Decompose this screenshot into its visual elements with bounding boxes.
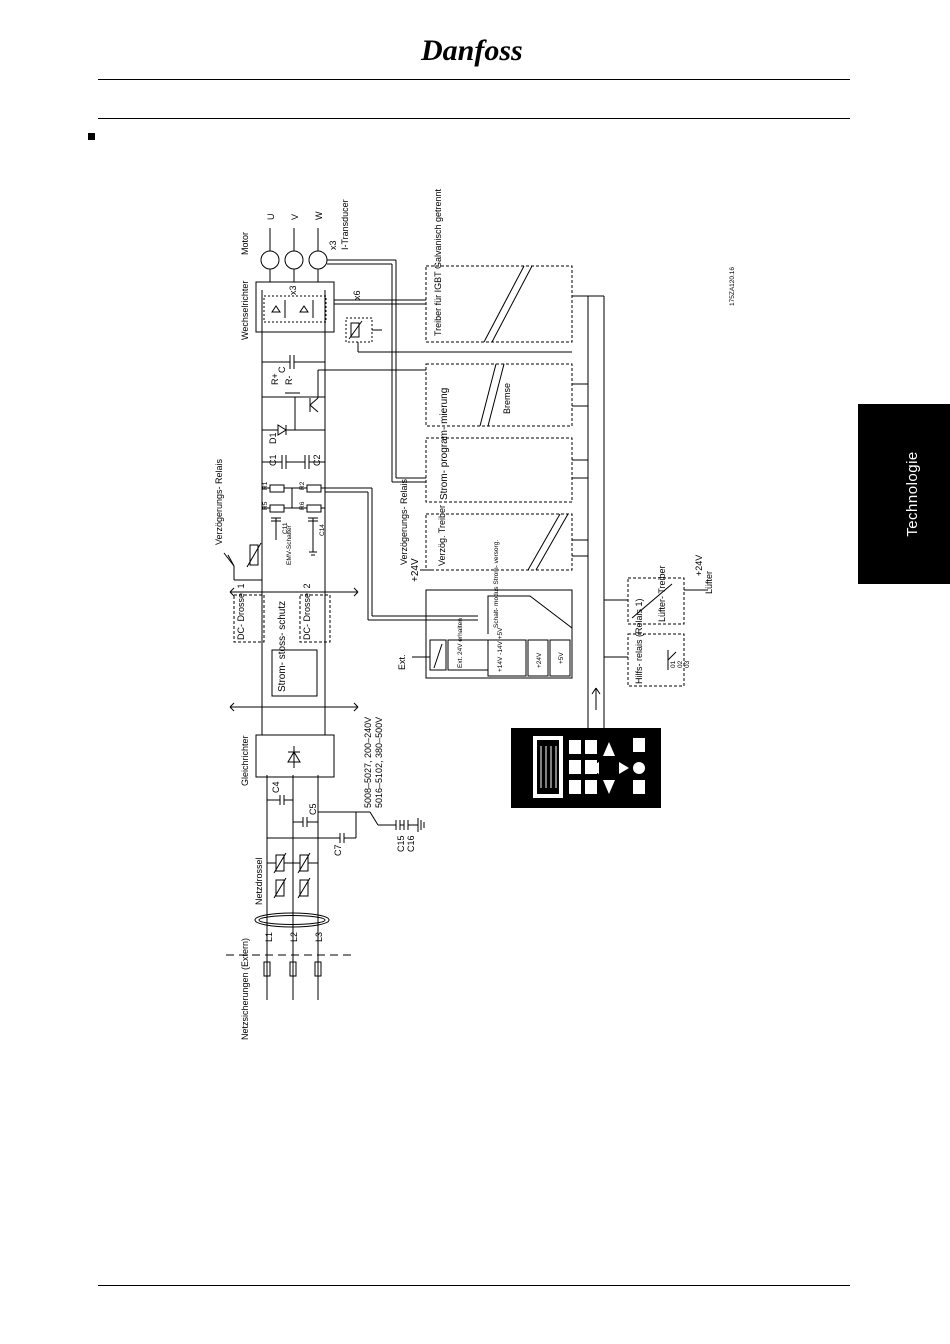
emv-switch-label: EMV-Schalter: [286, 524, 293, 565]
r6-label: R6: [299, 501, 306, 510]
inverter-block: [255, 281, 335, 333]
surge-label: Strom- stoss- schutz: [277, 601, 288, 692]
relay-01-label: 01: [670, 660, 677, 668]
ext-24v-label: Ext. 24V erhalten: [457, 618, 464, 668]
mains-fuses-label: Netzsicherungen (Extern): [240, 938, 250, 1040]
mains-choke: [254, 912, 330, 928]
danfoss-logo: Danfoss: [420, 34, 523, 67]
c15-label: C15: [396, 835, 406, 852]
c1-label: C1: [268, 454, 278, 466]
dc-choke-2: [299, 594, 331, 643]
c14-label: C14: [319, 524, 326, 536]
mains-fuses: [263, 961, 322, 977]
c4-label: C4: [271, 781, 281, 793]
c-label: C: [277, 366, 287, 373]
r1-label: R1: [262, 481, 269, 490]
control-panel: [511, 728, 661, 808]
r-plus-label: R+: [270, 373, 280, 385]
aux-relay-block: [627, 633, 685, 687]
w-label: W: [314, 211, 324, 220]
surge-protection-block: [271, 649, 318, 697]
relay-03-label: 03: [684, 660, 691, 668]
figure-code: 175ZA120.16: [729, 267, 736, 306]
igbt-driver-block: [425, 265, 573, 343]
model-line-2: 5016–5102, 380–500V: [374, 717, 384, 808]
x3-top-label: x3: [288, 285, 298, 295]
dc-choke-1: [233, 594, 265, 643]
r-minus-label: R-: [284, 376, 294, 386]
fan-driver-label: Lüfter- Treiber: [657, 565, 667, 622]
l2-label: L2: [289, 932, 299, 942]
plus5v-label: +5V: [558, 652, 565, 664]
voltages-label: +14V -14V +5V: [497, 627, 504, 672]
brake-block: [425, 363, 573, 427]
l1-label: L1: [264, 932, 274, 942]
svg-text:Danfoss: Danfoss: [420, 34, 523, 67]
section-bullet: [88, 133, 95, 140]
r5-label: R5: [262, 501, 269, 510]
fan-label: Lüfter: [704, 571, 714, 594]
current-programming-block: [425, 437, 573, 503]
motor-label: Motor: [240, 232, 250, 255]
d1-label: D1: [268, 432, 278, 444]
input-capacitors: [267, 795, 425, 843]
varistors: [267, 852, 318, 899]
mains-choke-label: Netzdrossel: [254, 857, 264, 905]
control-bus: [572, 295, 628, 728]
delay-driver-block: [425, 513, 573, 571]
plus24v-c-label: +24V: [694, 555, 704, 576]
header-rule-top: [98, 79, 850, 80]
c2-label: C2: [312, 454, 322, 466]
x3-transducer-label: x3: [328, 240, 338, 250]
c5-label: C5: [308, 803, 318, 815]
dc-link-capacitors: [262, 455, 325, 469]
delay-driver-label: Verzög. Treiber: [437, 505, 447, 566]
c7-label: C7: [333, 844, 343, 856]
delay-relay-symbol: [223, 542, 262, 581]
relay-02-label: 02: [677, 660, 684, 668]
header-rule-bottom: [98, 118, 850, 119]
motor-terminals: [260, 228, 426, 483]
smps-label: Schalt- modus Strom- versorg.: [493, 540, 500, 628]
dc-choke-1-label: DC- Drossel 1: [236, 583, 246, 640]
plus24v-b-label: +24V: [536, 652, 543, 668]
igbt-driver-label: Treiber für IGBT Galvanisch getrennt: [433, 188, 443, 336]
model-line-1: 5008–5027, 200–240V: [363, 717, 373, 808]
l3-label: L3: [314, 932, 324, 942]
inverter-label: Wechselrichter: [240, 281, 250, 340]
i-transducer-label: I-Transducer: [340, 199, 350, 250]
dc-choke-2-label: DC- Drossel 2: [302, 583, 312, 640]
delay-relay-top-label: Verzögerungs- Relais: [214, 458, 224, 545]
fan-driver-block: [627, 577, 685, 625]
delay-relay-mid-label: Verzögerungs- Relais: [399, 478, 409, 565]
brake-label: Bremse: [502, 383, 512, 414]
brake-chopper: [262, 369, 426, 436]
current-prog-label: Strom- program- mierung: [439, 388, 450, 500]
u-label: U: [266, 214, 276, 221]
v-label: V: [290, 214, 300, 220]
dc-resistors: [262, 484, 478, 621]
c16-label: C16: [406, 835, 416, 852]
r2-label: R2: [299, 481, 306, 490]
side-tab: Technologie: [858, 404, 950, 584]
rectifier-label: Gleichrichter: [240, 735, 250, 786]
plus24v-a-label: +24V: [410, 558, 421, 582]
footer-rule: [98, 1285, 850, 1286]
c11-label: C11: [282, 522, 289, 534]
x6-label: x6: [352, 290, 362, 300]
ext-label: Ext.: [397, 654, 407, 670]
aux-relay-label: Hilfs- relais (Relais 1): [634, 598, 644, 684]
rectifier-block: [255, 734, 335, 778]
